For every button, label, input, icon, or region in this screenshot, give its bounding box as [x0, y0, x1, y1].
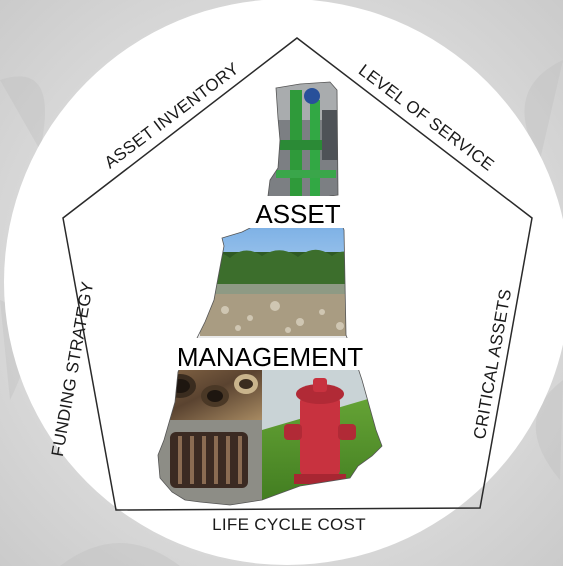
- center-title-line2: MANAGEMENT: [177, 342, 363, 372]
- asset-label-band: [240, 196, 352, 228]
- center-title-line1: ASSET: [255, 199, 340, 229]
- storm-drain-grate-photo: [158, 420, 262, 505]
- pentagon-outline: [62, 37, 533, 511]
- treatment-plant-photo: [200, 228, 360, 336]
- label-life-cycle-cost: LIFE CYCLE COST: [212, 515, 366, 534]
- state-outline: [157, 81, 383, 506]
- pump-station-pipes-photo: [268, 82, 348, 200]
- management-label-band: [160, 338, 382, 370]
